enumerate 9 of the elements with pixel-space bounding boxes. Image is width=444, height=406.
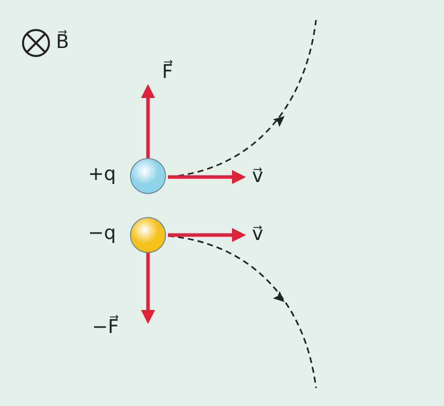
field-label: B⃗ bbox=[56, 30, 70, 54]
charge-label: −q bbox=[88, 221, 116, 245]
particle-circle bbox=[130, 217, 166, 253]
velocity-label: v⃗ bbox=[252, 164, 264, 188]
charge-label: +q bbox=[88, 162, 116, 186]
velocity-label: v⃗ bbox=[252, 222, 264, 246]
particle-circle bbox=[130, 158, 166, 194]
force-label: −F⃗ bbox=[92, 315, 119, 339]
force-label: F⃗ bbox=[162, 60, 173, 84]
